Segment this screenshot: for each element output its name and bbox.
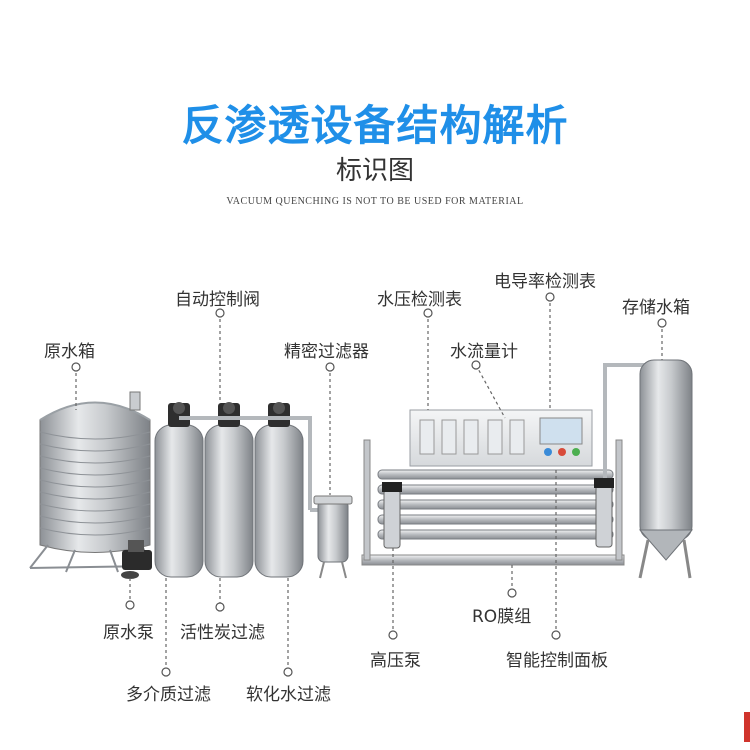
- leader-dots: [71, 292, 667, 677]
- label-raw-tank: 原水箱: [44, 342, 95, 362]
- label-storage-tank: 存储水箱: [622, 298, 690, 318]
- tagline: VACUUM QUENCHING IS NOT TO BE USED FOR M…: [226, 196, 524, 207]
- page-title: 反渗透设备结构解析: [181, 101, 569, 150]
- label-ro-module: RO膜组: [472, 607, 532, 627]
- page-subtitle: 标识图: [335, 156, 414, 186]
- precision-filter: [310, 495, 353, 579]
- leader-lines: [75, 297, 663, 672]
- label-precision-filter: 精密过滤器: [284, 342, 369, 362]
- ro-frame: [361, 363, 650, 566]
- label-carbon-filter: 活性炭过滤: [180, 623, 265, 643]
- label-auto-valve: 自动控制阀: [175, 290, 260, 310]
- label-conductivity-meter: 电导率检测表: [494, 272, 596, 292]
- raw-water-pump: [121, 540, 152, 579]
- corner-accent: [744, 712, 750, 742]
- label-raw-pump: 原水泵: [103, 623, 154, 643]
- filter-tanks: [154, 402, 312, 578]
- label-high-pressure-pump: 高压泵: [370, 651, 421, 671]
- storage-tank: [638, 359, 694, 579]
- raw-water-tank: [29, 391, 151, 573]
- label-control-panel: 智能控制面板: [506, 651, 608, 671]
- label-flow-meter: 水流量计: [450, 342, 518, 362]
- label-softener-filter: 软化水过滤: [246, 685, 331, 705]
- label-multi-media-filter: 多介质过滤: [126, 685, 211, 705]
- label-pressure-gauge: 水压检测表: [377, 290, 462, 310]
